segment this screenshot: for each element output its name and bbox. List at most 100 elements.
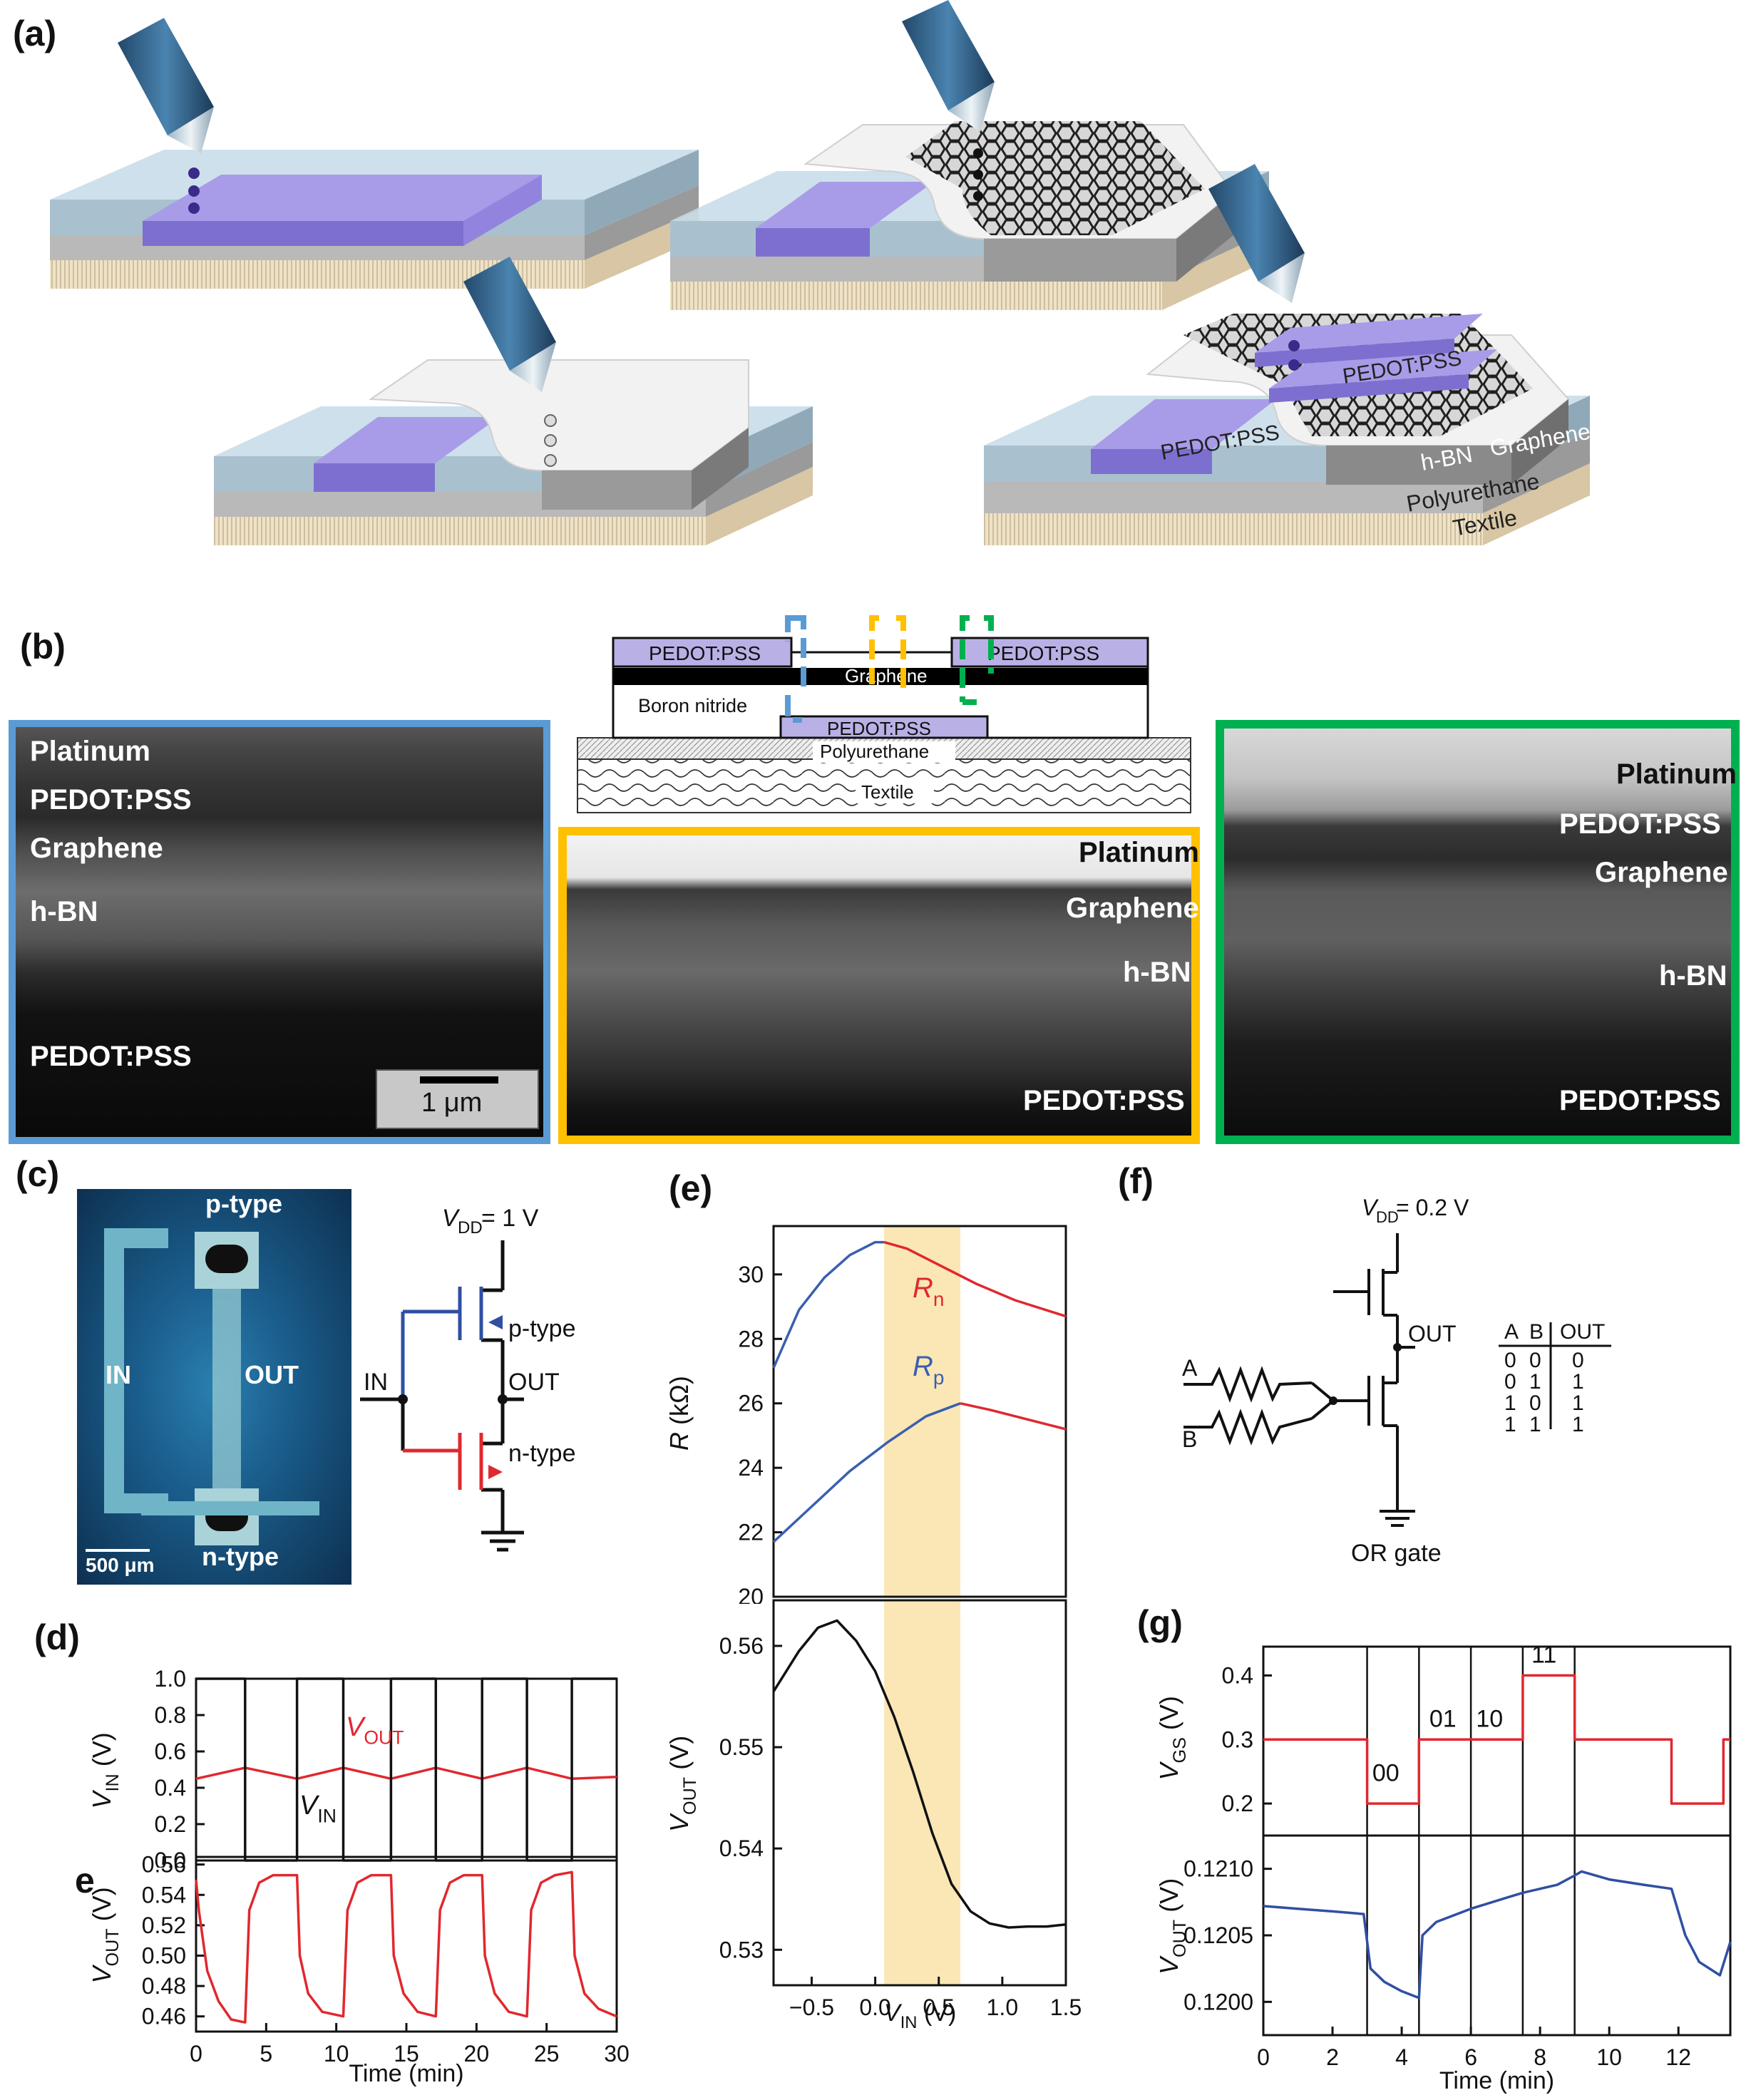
series-line bbox=[772, 1240, 885, 1369]
sem-green-pedot: PEDOT:PSS bbox=[1559, 808, 1721, 840]
or-vdd-value: = 0.2 V bbox=[1396, 1195, 1469, 1220]
device-photo: p-type IN OUT n-type 500 μm bbox=[77, 1189, 351, 1585]
y-tick-label: 0.4 bbox=[1222, 1662, 1253, 1688]
or-vdd: V bbox=[1362, 1195, 1379, 1220]
y-tick-label: 0.1200 bbox=[1183, 1989, 1253, 2014]
plot-frame bbox=[772, 1599, 1067, 1987]
y-tick-label: 0.6 bbox=[155, 1739, 186, 1764]
truth-r2-a: 0 bbox=[1504, 1370, 1516, 1394]
schematic-textile: Textile bbox=[861, 781, 914, 803]
schematic-polyurethane: Polyurethane bbox=[820, 741, 929, 762]
sem-yellow-hbn: h-BN bbox=[1123, 957, 1191, 988]
series-line bbox=[195, 1870, 617, 2024]
circuit-vdd-value: = 1 V bbox=[481, 1205, 539, 1232]
truth-r1-b: 0 bbox=[1529, 1349, 1541, 1372]
schematic-pedot-right: PEDOT:PSS bbox=[987, 642, 1099, 664]
highlight-band bbox=[884, 1226, 961, 1597]
sem-yellow-platinum: Platinum bbox=[1079, 837, 1199, 868]
state-label: 11 bbox=[1531, 1641, 1556, 1668]
x-tick-label: 1.0 bbox=[987, 1995, 1018, 2020]
y-axis-label: VIN (V) bbox=[87, 1732, 123, 1808]
series-line bbox=[772, 1402, 961, 1543]
truth-header-b: B bbox=[1529, 1320, 1544, 1344]
y-axis-label: VOUT (V) bbox=[664, 1736, 700, 1832]
y-tick-label: 0.48 bbox=[142, 1973, 186, 1999]
or-input-a: A bbox=[1182, 1355, 1198, 1381]
y-tick-label: 20 bbox=[738, 1584, 764, 1604]
truth-r4-out: 1 bbox=[1572, 1413, 1584, 1436]
print-nozzle-3 bbox=[902, 0, 995, 201]
schematic-pedot-left: PEDOT:PSS bbox=[649, 642, 761, 664]
x-tick-label: 25 bbox=[534, 2041, 560, 2066]
panel-label-f: (f) bbox=[1118, 1161, 1154, 1201]
truth-header-out: OUT bbox=[1560, 1320, 1605, 1344]
series-line bbox=[196, 1677, 617, 1862]
state-label: 10 bbox=[1476, 1705, 1503, 1732]
series-line bbox=[1263, 1870, 1732, 1999]
or-output: OUT bbox=[1408, 1321, 1457, 1347]
y-tick-label: 0.56 bbox=[142, 1852, 186, 1878]
y-axis-label: VGS (V) bbox=[1154, 1696, 1190, 1780]
x-tick-label: 12 bbox=[1665, 2044, 1691, 2070]
y-tick-label: 22 bbox=[738, 1520, 764, 1545]
device-step-2 bbox=[214, 359, 813, 545]
scale-bar-label: 1 μm bbox=[421, 1088, 483, 1118]
circuit-n-type: n-type bbox=[508, 1440, 576, 1467]
x-tick-label: 0 bbox=[1257, 2044, 1270, 2070]
photo-scale-label: 500 μm bbox=[86, 1554, 155, 1576]
sem-blue-platinum: Platinum bbox=[30, 736, 150, 767]
y-tick-label: 0.4 bbox=[155, 1775, 186, 1801]
panel-label-c: (c) bbox=[16, 1154, 60, 1194]
y-tick-label: 24 bbox=[738, 1455, 764, 1481]
y-tick-label: 0.54 bbox=[142, 1882, 186, 1908]
circuit-vdd: V bbox=[442, 1205, 461, 1232]
photo-p-type: p-type bbox=[205, 1189, 282, 1218]
x-tick-label: 0.0 bbox=[859, 1995, 890, 2020]
scale-bar-box: 1 μm bbox=[376, 1069, 539, 1129]
y-tick-label: 0.2 bbox=[155, 1811, 186, 1837]
highlight-band bbox=[884, 1600, 961, 1985]
truth-r2-b: 1 bbox=[1529, 1370, 1541, 1394]
series-label-vout: VOUT bbox=[346, 1712, 404, 1748]
sem-image-yellow: Platinum Graphene h-BN PEDOT:PSS bbox=[558, 827, 1200, 1144]
truth-r1-out: 0 bbox=[1572, 1349, 1584, 1372]
truth-r1-a: 0 bbox=[1504, 1349, 1516, 1372]
x-tick-label: 30 bbox=[604, 2041, 630, 2066]
sem-blue-graphene: Graphene bbox=[30, 833, 163, 864]
series-line bbox=[772, 1619, 1067, 1929]
x-tick-label: 20 bbox=[464, 2041, 490, 2066]
device-step-1 bbox=[50, 150, 699, 289]
y-axis-label: R (kΩ) bbox=[664, 1376, 694, 1451]
y-axis-label: VOUT (V) bbox=[1154, 1878, 1190, 1975]
panel-label-e: (e) bbox=[669, 1168, 713, 1208]
sem-image-blue: Platinum PEDOT:PSS Graphene h-BN PEDOT:P… bbox=[9, 720, 550, 1144]
x-axis-label: Time (min) bbox=[349, 2060, 463, 2087]
plot-frame bbox=[1262, 1645, 1732, 1837]
panel-a-illustration: PEDOT:PSS PEDOT:PSS h-BN Graphene Polyur… bbox=[50, 0, 1592, 545]
sem-yellow-graphene: Graphene bbox=[1066, 892, 1199, 924]
panel-label-a: (a) bbox=[13, 14, 57, 53]
sem-blue-pedot-bottom: PEDOT:PSS bbox=[30, 1041, 192, 1072]
corner-label-e: e bbox=[75, 1860, 95, 1900]
x-axis-label: VIN (V) bbox=[884, 1999, 956, 2032]
sem-green-pedot-bottom: PEDOT:PSS bbox=[1559, 1085, 1721, 1116]
truth-table: A B OUT 0 0 0 0 1 1 1 0 1 1 1 1 bbox=[1499, 1320, 1611, 1436]
truth-r4-b: 1 bbox=[1529, 1413, 1541, 1436]
y-tick-label: 0.46 bbox=[142, 2004, 186, 2029]
y-tick-label: 0.3 bbox=[1222, 1726, 1253, 1752]
x-tick-label: 0 bbox=[190, 2041, 202, 2066]
x-tick-label: −0.5 bbox=[789, 1995, 834, 2020]
sem-yellow-pedot: PEDOT:PSS bbox=[1023, 1085, 1185, 1116]
y-axis-label: VOUT (V) bbox=[87, 1887, 123, 1983]
photo-in: IN bbox=[106, 1360, 131, 1389]
sem-green-graphene: Graphene bbox=[1595, 857, 1728, 888]
y-tick-label: 0.52 bbox=[142, 1913, 186, 1938]
y-tick-label: 0.2 bbox=[1222, 1791, 1253, 1816]
circuit-in: IN bbox=[364, 1369, 388, 1396]
sem-green-hbn: h-BN bbox=[1659, 960, 1727, 992]
scale-bar bbox=[420, 1076, 498, 1084]
